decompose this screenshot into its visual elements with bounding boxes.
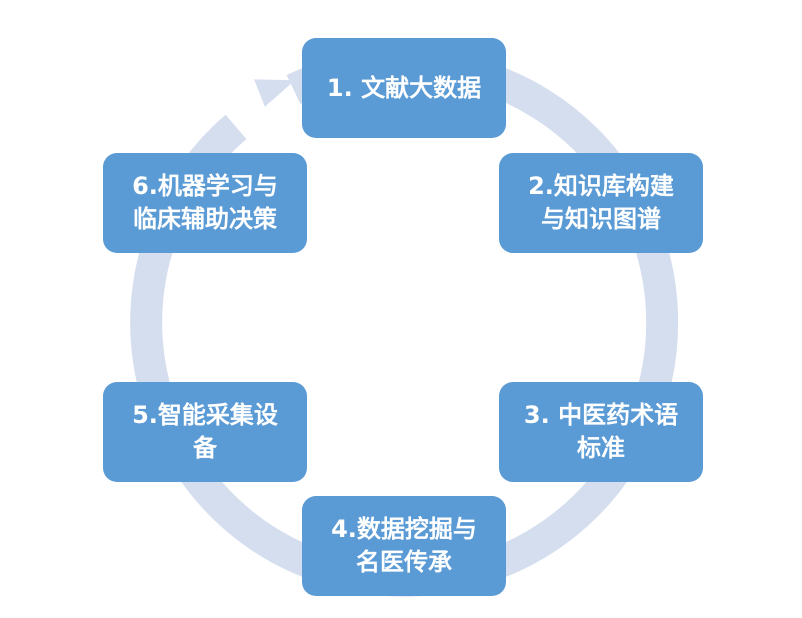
step-3-tcm-terminology-standards: 3. 中医药术语 标准 — [499, 382, 703, 482]
step-2-knowledge-base-and-graph: 2.知识库构建 与知识图谱 — [499, 153, 703, 253]
step-6-machine-learning-clinical-decision: 6.机器学习与 临床辅助决策 — [103, 153, 307, 253]
step-1-literature-big-data: 1. 文献大数据 — [302, 38, 506, 138]
step-5-smart-acquisition-devices: 5.智能采集设 备 — [103, 382, 307, 482]
cycle-arrowhead-icon — [254, 79, 295, 107]
cycle-arc — [130, 48, 679, 597]
step-4-data-mining-and-master-inheritance: 4.数据挖掘与 名医传承 — [302, 496, 506, 596]
